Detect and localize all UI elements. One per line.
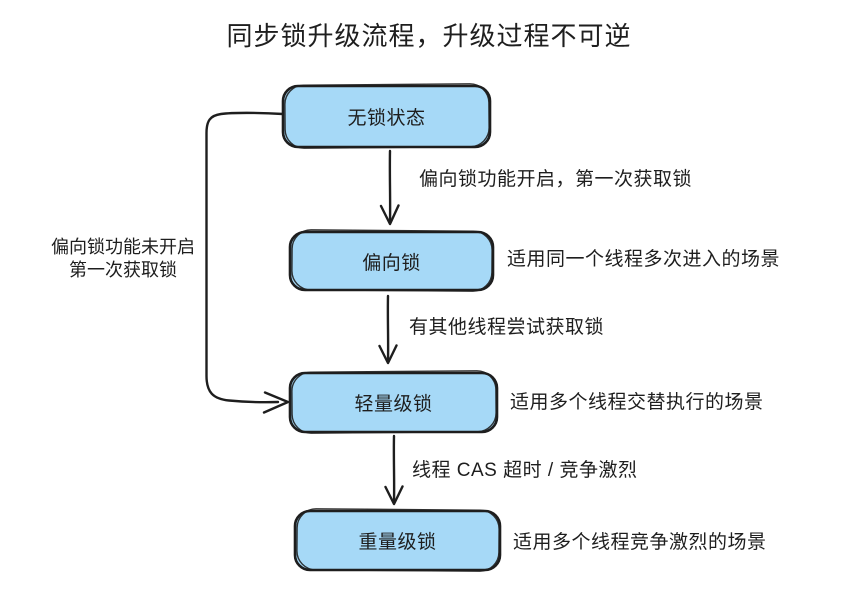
node-heavyweight-label: 重量级锁 xyxy=(358,532,437,553)
node-heavyweight-shape xyxy=(293,508,502,572)
edge-label-other-thread: 有其他线程尝试获取锁 xyxy=(409,317,605,338)
edge-label-biased-disabled-line-2: 第一次获取锁 xyxy=(69,260,177,280)
edge-label-biased-enabled: 偏向锁功能开启，第一次获取锁 xyxy=(419,169,693,190)
node-lightweight-shape xyxy=(288,370,499,434)
edge-biased-to-lightweight-arrow xyxy=(378,294,398,365)
edge-lock-free-to-biased-arrow xyxy=(379,149,400,226)
note-lightweight: 适用多个线程交替执行的场景 xyxy=(510,392,764,413)
node-lightweight-label: 轻量级锁 xyxy=(354,394,433,415)
node-biased-shape xyxy=(288,229,495,292)
diagram-title: 同步锁升级流程，升级过程不可逆 xyxy=(226,21,632,51)
node-lock-free-shape xyxy=(281,83,492,149)
node-biased-label: 偏向锁 xyxy=(362,252,421,274)
edge-label-cas-timeout: 线程 CAS 超时 / 竞争激烈 xyxy=(412,460,638,481)
edge-label-biased-disabled-line-1: 偏向锁功能未开启 xyxy=(51,237,195,257)
node-lock-free-label: 无锁状态 xyxy=(347,108,426,129)
edge-lock-free-to-lightweight-arrow xyxy=(205,111,290,414)
edge-lightweight-to-heavyweight-arrow xyxy=(384,434,404,506)
note-heavyweight: 适用多个线程竞争激烈的场景 xyxy=(513,532,767,553)
edge-label-biased-disabled: 偏向锁功能未开启 第一次获取锁 xyxy=(30,236,216,282)
note-biased: 适用同一个线程多次进入的场景 xyxy=(507,249,781,270)
